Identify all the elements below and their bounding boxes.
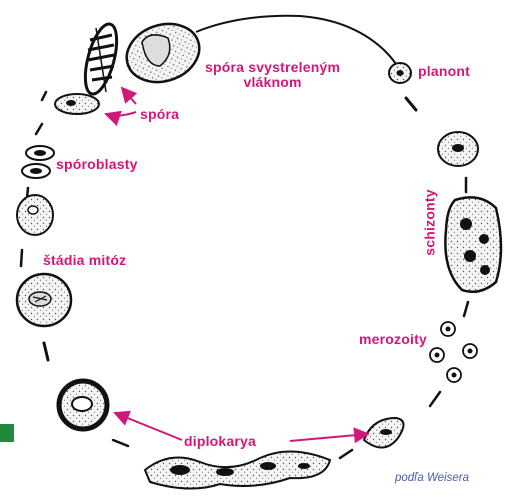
- label-line-2: vláknom: [205, 75, 340, 90]
- label-schizonty: schizonty: [423, 179, 438, 267]
- label-stadia-mitoz: štádia mitóz: [43, 253, 126, 268]
- merozoite-icon: [430, 322, 477, 406]
- green-badge: [0, 424, 14, 442]
- spore-icon: [79, 21, 123, 97]
- mitosis-stage-icon: [17, 274, 71, 360]
- sporoblast-icon: [22, 146, 54, 198]
- schizont-icon: [438, 132, 478, 192]
- schizont-large-icon: [445, 197, 501, 316]
- label-line-1: spóra svystreleným: [205, 60, 340, 75]
- planont-icon: [389, 63, 416, 110]
- label-planont: planont: [418, 64, 470, 79]
- label-merozoity: merozoity: [359, 332, 427, 347]
- pointer-arrows: [106, 88, 368, 441]
- label-diplokarya: diplokarya: [184, 434, 256, 449]
- diplokaryon-chain-icon: [145, 451, 330, 488]
- credit-text: podľa Weisera: [395, 472, 469, 484]
- small-spore-icon: [42, 92, 99, 114]
- label-sporoblasty: spóroblasty: [56, 157, 138, 172]
- label-spora-s-vystrelenym-vlaknom: spóra svystreleným vláknom: [205, 60, 340, 90]
- label-spora: spóra: [140, 107, 179, 122]
- diplokaryon-small-icon: [340, 418, 404, 458]
